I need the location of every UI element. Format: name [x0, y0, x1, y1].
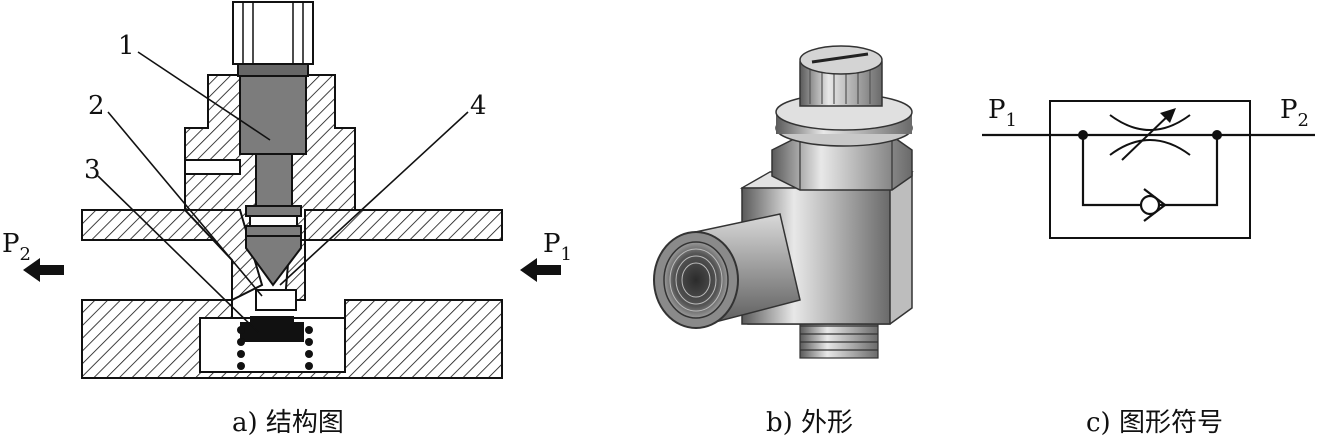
symbol-port-p1: P1: [988, 95, 1017, 131]
port-label-p2: P2: [2, 229, 31, 265]
arrow-left-icon-2: [520, 258, 561, 282]
port-label-p1: P1: [543, 229, 572, 265]
check-poppet: [255, 289, 297, 311]
check-seat: [1143, 188, 1167, 222]
caption-a: a) 结构图: [232, 408, 344, 438]
callout-2: 2: [88, 91, 105, 121]
panel-b-appearance: [653, 45, 914, 359]
callout-1: 1: [118, 31, 135, 61]
check-ball: [1139, 194, 1161, 216]
adjust-knob: [232, 1, 314, 65]
callout-3: 3: [84, 155, 101, 185]
symbol-port-p2: P2: [1280, 95, 1309, 131]
caption-b: b) 外形: [766, 408, 854, 438]
symbol-frame: [1049, 100, 1251, 239]
panel-a-structure: 1 2 3 4 P2 P1: [2, 1, 572, 379]
spring: [237, 326, 313, 370]
needle-tip: [245, 235, 302, 287]
adjust-arrow-icon: [1160, 108, 1176, 123]
throttle-symbol: [1109, 114, 1191, 131]
needle-stem: [239, 75, 307, 155]
panel-c-symbol: P1 P2: [982, 95, 1315, 239]
caption-c: c) 图形符号: [1086, 408, 1223, 438]
callout-4: 4: [470, 91, 487, 121]
arrow-left-icon: [23, 258, 64, 282]
